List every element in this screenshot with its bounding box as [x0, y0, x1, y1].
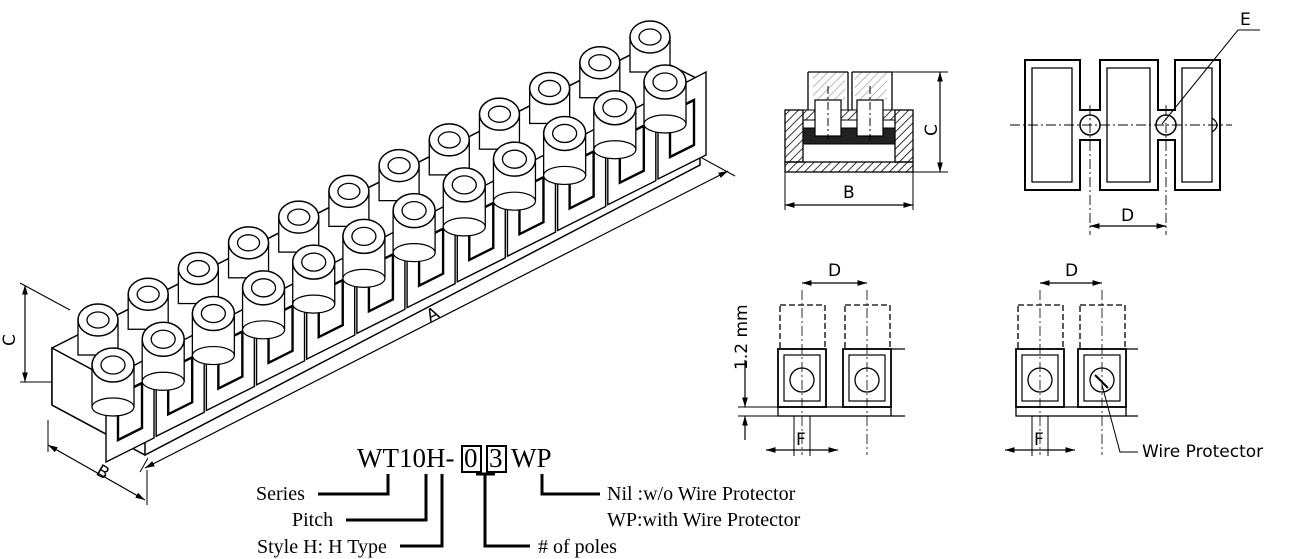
dimension-c-iso: C	[0, 282, 71, 383]
detail-left-d-label: D	[828, 261, 841, 281]
detail-view-right: D F Wire Protector	[1005, 261, 1263, 462]
back-screw-hole	[588, 54, 612, 72]
front-terminal-base	[241, 320, 286, 340]
wp-option-label: WP:with Wire Protector	[607, 509, 801, 531]
section-c-label: C	[922, 124, 942, 136]
section-b-label: B	[843, 183, 855, 203]
back-screw-hole	[487, 105, 512, 123]
series-label: Series	[256, 483, 305, 505]
top-view: D E	[1010, 10, 1260, 235]
top-e-label: E	[1240, 10, 1251, 30]
wire-protector-label: Wire Protector	[1142, 442, 1263, 462]
back-screw-hole	[537, 79, 562, 98]
back-screw-hole	[136, 285, 160, 303]
back-screw-hole	[186, 259, 211, 278]
back-screw-hole	[638, 28, 662, 46]
front-terminal-base	[191, 345, 235, 366]
back-screw-hole	[387, 156, 411, 175]
detail-view-left: D F 1.2 mm	[732, 261, 905, 456]
front-screw-hole	[652, 72, 678, 92]
detail-right-d-label: D	[1065, 261, 1078, 281]
part-number-breakdown: WT10H- 0 3 WP Series Pitch Style H: H Ty…	[256, 443, 801, 558]
front-terminal-base	[543, 165, 587, 186]
front-terminal-base	[292, 294, 336, 314]
detail-left-mm-label: 1.2 mm	[732, 304, 752, 370]
dim-b-iso-label: B	[93, 461, 113, 484]
front-terminal-base	[91, 397, 135, 417]
front-terminal-base	[643, 114, 687, 134]
detail-left-f-label: F	[796, 430, 806, 450]
front-screw-hole	[401, 200, 427, 221]
dim-c-iso-label: C	[0, 334, 20, 346]
front-screw-hole	[100, 355, 126, 375]
front-terminal-base	[392, 243, 436, 263]
nil-option-label: Nil :w/o Wire Protector	[607, 483, 796, 505]
top-d-label: D	[1121, 206, 1134, 226]
front-terminal-base	[593, 140, 637, 160]
poles-label: # of poles	[538, 536, 617, 558]
back-screw-hole	[437, 131, 461, 149]
style-label: Style H: H Type	[257, 536, 387, 558]
part-code-box1: 0	[464, 443, 478, 473]
front-screw-hole	[551, 123, 578, 144]
front-terminal-base	[492, 191, 537, 211]
part-code-suffix: WP	[511, 443, 552, 473]
front-terminal-base	[141, 371, 185, 391]
part-code-box2: 3	[489, 443, 503, 473]
pitch-label: Pitch	[292, 509, 333, 531]
front-screw-hole	[602, 98, 628, 118]
front-terminal-base	[442, 217, 486, 237]
terminal-block-isometric-view	[51, 20, 707, 464]
back-screw-hole	[236, 234, 261, 252]
back-screw-hole	[287, 208, 311, 226]
front-screw-hole	[200, 303, 227, 324]
dim-a-label: A	[423, 303, 443, 326]
part-code-prefix: WT10H-	[357, 443, 454, 473]
front-screw-hole	[451, 175, 477, 195]
front-screw-hole	[301, 252, 327, 272]
back-screw-hole	[337, 182, 361, 201]
front-screw-hole	[501, 149, 528, 169]
front-screw-hole	[150, 329, 176, 349]
back-screw-hole	[86, 311, 110, 329]
detail-right-f-label: F	[1034, 430, 1044, 450]
cross-section-view: B C	[784, 71, 948, 210]
front-screw-hole	[250, 278, 277, 298]
front-screw-hole	[351, 226, 377, 247]
front-terminal-base	[342, 268, 386, 288]
